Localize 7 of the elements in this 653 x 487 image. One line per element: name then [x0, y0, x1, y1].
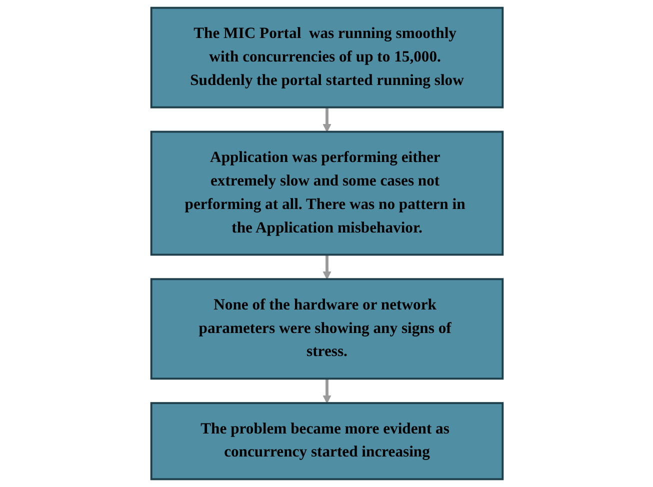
arrow: [322, 107, 331, 132]
node-box: None of the hardware or network parameters were showing any signs of stress.: [150, 278, 504, 380]
node-box: The problem became more evident as concurrency started increasing: [150, 402, 504, 480]
node-box: Application was performing either extremely slow and some cases not performing at all. There was no pattern in the Application misbehavior.: [150, 130, 504, 256]
arrow: [322, 254, 331, 280]
arrow: [322, 378, 331, 404]
node-box: The MIC Portal was running smoothly with concurrencies of up to 15,000. Suddenly the portal started running slow: [150, 6, 504, 108]
